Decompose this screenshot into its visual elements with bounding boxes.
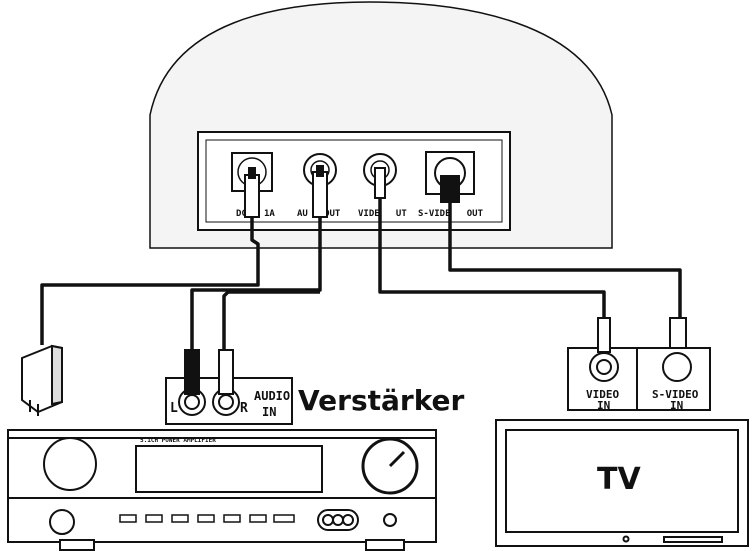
amp-small-button <box>145 514 163 523</box>
audio-cable-right <box>222 290 320 350</box>
television <box>495 419 749 547</box>
tv-power-led <box>622 535 630 543</box>
tv-svideo-label: S-VIDEO <box>652 388 699 401</box>
amplifier-title: Verstärker <box>298 384 465 417</box>
video-cable <box>378 198 606 320</box>
video-out-label: VIDE UT <box>358 209 407 219</box>
amp-panel-name: 5.1CH POWER AMPLIFIER <box>140 437 216 444</box>
amp-display <box>135 445 323 493</box>
headphone-jack <box>383 513 397 527</box>
amp-foot-left <box>59 539 95 551</box>
dc-rating-label: 1A <box>264 209 275 219</box>
tv-video-label: VIDEO <box>586 388 619 401</box>
amplifier <box>7 429 437 551</box>
dc-plug <box>244 174 260 218</box>
svideo-cable <box>448 202 682 320</box>
tv-svideo-plug <box>669 317 687 349</box>
amp-small-button <box>273 514 295 523</box>
right-jack-inner <box>218 394 234 410</box>
tv-title: TV <box>597 462 641 497</box>
cables <box>40 198 682 350</box>
input-knob <box>43 437 97 491</box>
selector-dot <box>322 514 334 526</box>
right-plug <box>218 349 234 395</box>
tv-svideo-label-2: IN <box>670 399 683 412</box>
tv-video-jack-inner <box>596 359 612 375</box>
tv-svideo-jack <box>662 352 692 382</box>
amp-audio-in-panel <box>165 349 293 425</box>
amp-audio-in-labels: L R AUDIO IN <box>170 389 290 419</box>
left-label: L <box>170 401 178 416</box>
tv-screen <box>505 429 739 533</box>
amp-small-button <box>197 514 215 523</box>
tv-control-strip <box>663 536 723 543</box>
adapter-side <box>51 344 63 406</box>
tv-input-panel <box>567 317 711 411</box>
audio-plug-tip <box>316 165 324 177</box>
audio-in-label-2: IN <box>262 405 276 419</box>
left-plug <box>184 349 200 395</box>
amp-top-trim <box>7 429 437 439</box>
device-port-labels: DC 1A AU OUT VIDE UT S-VIDE OUT <box>236 209 484 219</box>
amp-small-button <box>249 514 267 523</box>
amp-button-row <box>119 514 295 523</box>
power-adapter <box>21 344 63 416</box>
selector-dot <box>342 514 354 526</box>
svideo-plug <box>440 175 460 203</box>
volume-pointer <box>388 450 406 468</box>
dc-cable <box>40 217 260 345</box>
amp-small-button <box>119 514 137 523</box>
selector-dot <box>332 514 344 526</box>
left-jack-inner <box>184 394 200 410</box>
amp-small-button <box>171 514 189 523</box>
audio-cable <box>190 217 322 350</box>
dc-plug-tip <box>248 167 256 179</box>
dc-label: DC <box>236 209 247 219</box>
right-label: R <box>240 401 248 416</box>
amp-foot-right <box>365 539 405 551</box>
tv-video-plug <box>597 317 611 353</box>
tv-input-labels: VIDEO IN S-VIDEO IN <box>586 388 699 412</box>
audio-in-label: AUDIO <box>254 389 290 403</box>
video-plug <box>374 167 386 199</box>
audio-plug <box>312 171 328 218</box>
amp-small-button <box>223 514 241 523</box>
power-button <box>49 509 75 535</box>
tv-video-label-2: IN <box>597 399 610 412</box>
